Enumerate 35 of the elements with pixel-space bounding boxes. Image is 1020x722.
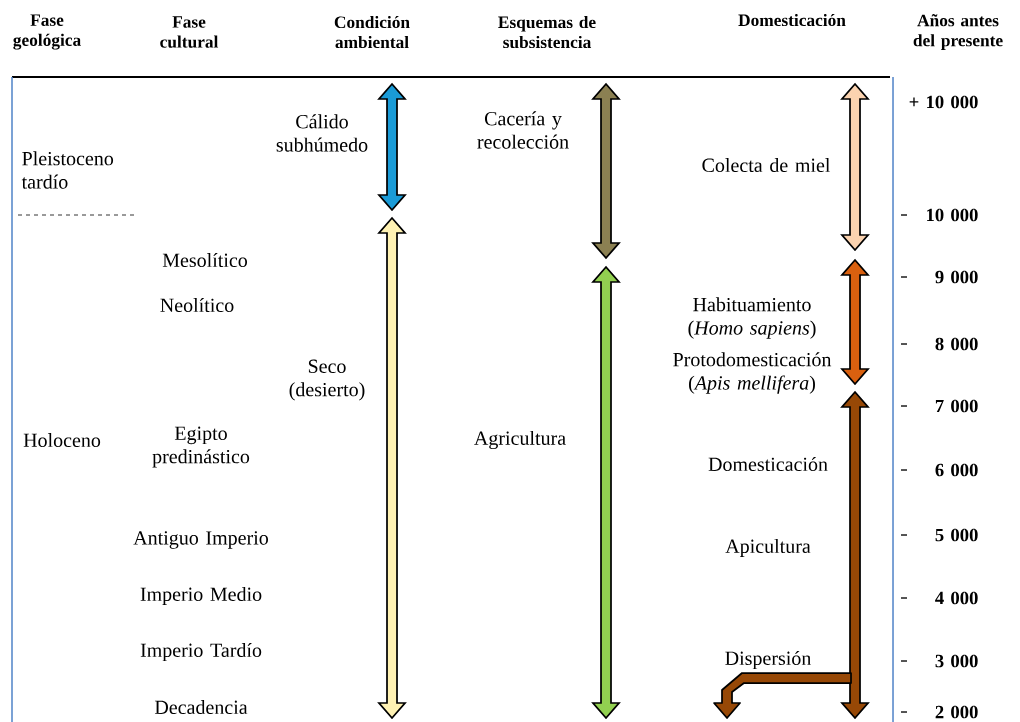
period-label: Decadencia xyxy=(154,700,248,715)
period-label: Apicultura xyxy=(725,538,811,558)
period-label: Mesolítico xyxy=(162,252,248,268)
period-label: Dispersión xyxy=(725,650,812,670)
period-label: Colecta de miel xyxy=(702,158,831,173)
column-header: Fase geológica xyxy=(13,14,81,50)
column-header: Domesticación xyxy=(738,13,846,27)
column-header: Años antes del presente xyxy=(913,14,1003,50)
period-label: Habituamiento (Homo sapiens) xyxy=(688,297,816,339)
period-label: Agricultura xyxy=(474,430,566,450)
period-label: Antiguo Imperio xyxy=(133,531,268,549)
period-label: Protodomesticación (Apis mellifera) xyxy=(673,352,832,394)
period-label: Seco (desierto) xyxy=(289,359,365,401)
period-label: Domesticación xyxy=(708,456,828,472)
year-label: 5 000 xyxy=(935,528,978,542)
year-label: + 10 000 xyxy=(909,95,978,109)
year-label: 3 000 xyxy=(935,654,978,668)
year-label: 4 000 xyxy=(935,591,978,605)
column-header: Esquemas de subsistencia xyxy=(498,15,596,49)
year-label: 8 000 xyxy=(935,337,978,351)
period-label: Neolítico xyxy=(160,297,234,313)
year-label: 2 000 xyxy=(935,705,978,719)
year-label: 9 000 xyxy=(935,270,978,284)
period-label: Pleistoceno tardío xyxy=(21,151,114,189)
year-label: 6 000 xyxy=(935,463,978,477)
column-header: Condición ambiental xyxy=(334,15,410,49)
period-label: Cacería y recolección xyxy=(477,111,569,149)
year-label: 7 000 xyxy=(935,399,978,413)
period-label: Egipto predinástico xyxy=(152,426,250,468)
period-label: Cálido subhúmedo xyxy=(276,114,368,152)
period-label: Imperio Tardío xyxy=(140,642,262,662)
period-label: Holoceno xyxy=(23,433,101,448)
period-label: Imperio Medio xyxy=(140,586,262,606)
year-label: 10 000 xyxy=(927,208,978,222)
column-header: Fase cultural xyxy=(160,16,219,48)
